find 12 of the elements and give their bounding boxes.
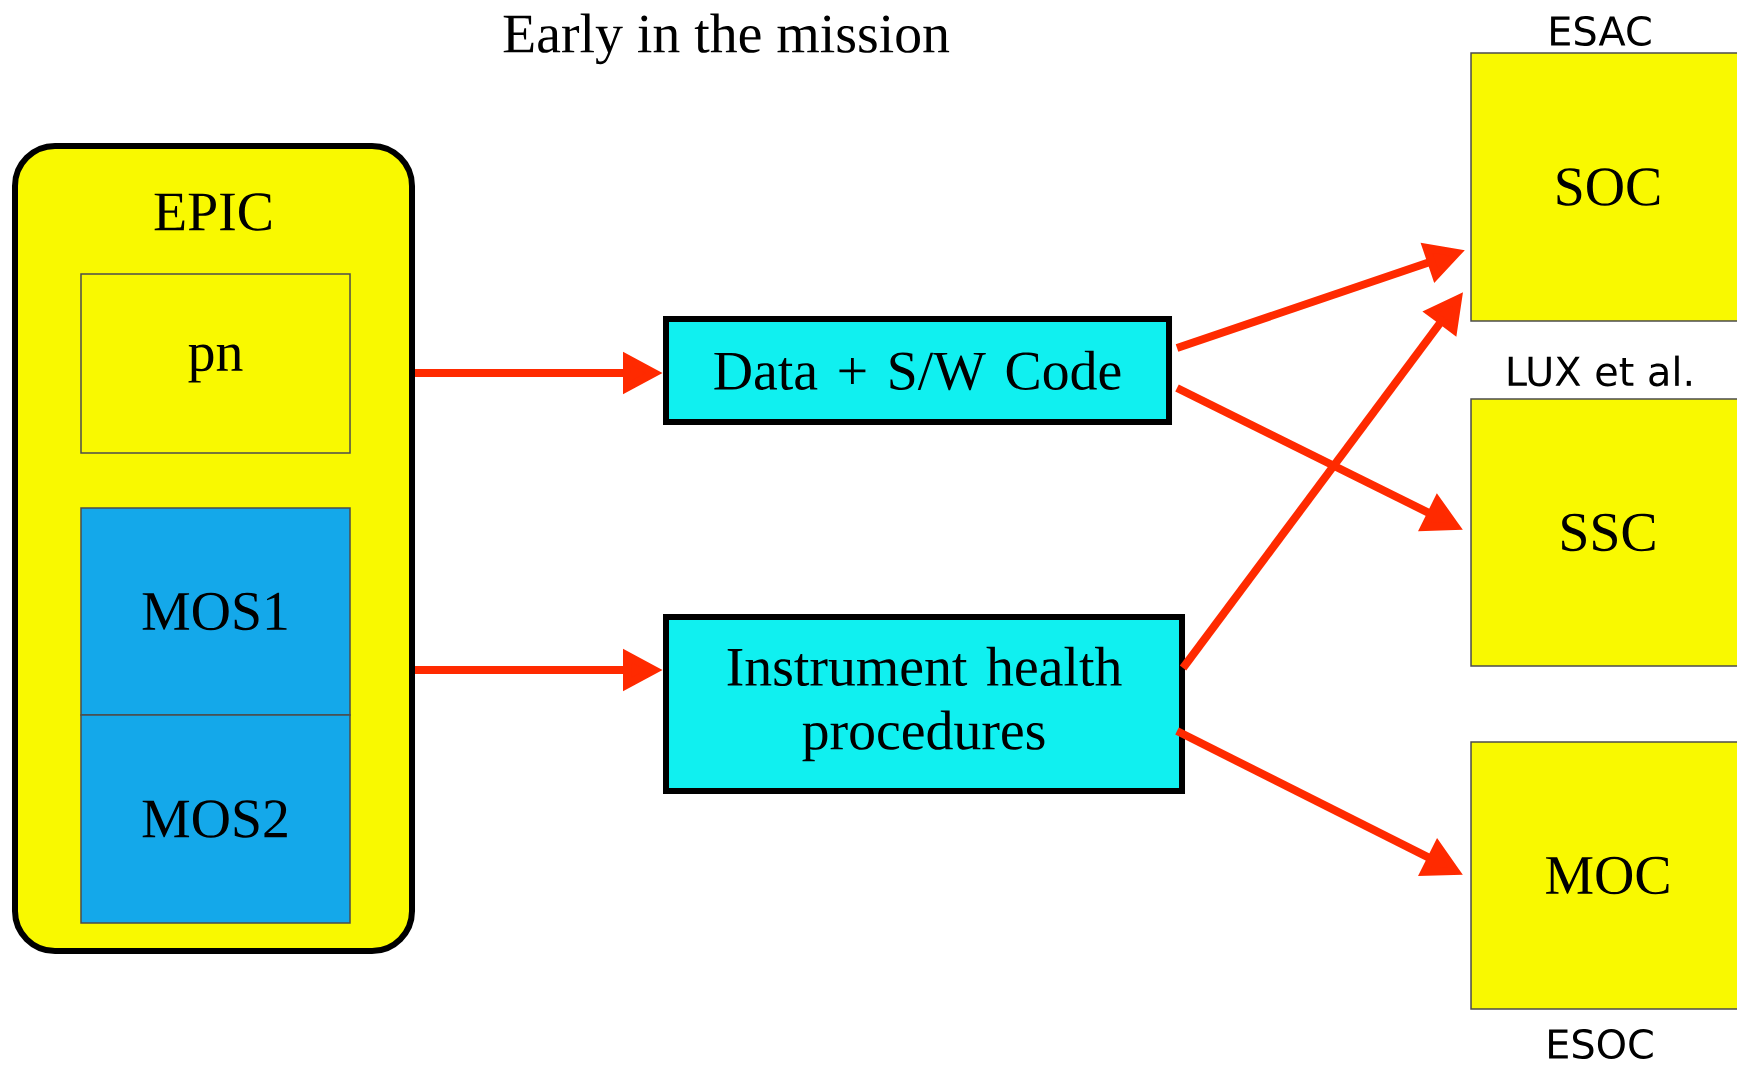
- detector-box: pn: [80, 273, 351, 454]
- site-label: ESAC: [1551, 15, 1651, 47]
- process-box: Instrument health procedures: [663, 614, 1185, 794]
- centre-box: MOC: [1470, 741, 1737, 1010]
- detector-box: MOS2: [80, 714, 351, 924]
- centre-box: SSC: [1470, 398, 1737, 667]
- site-label: ESOC: [1549, 1028, 1653, 1060]
- site-label: LUX et al.: [1508, 355, 1691, 387]
- centre-box: SOC: [1470, 52, 1737, 322]
- detector-box: MOS1: [80, 507, 351, 716]
- process-box: Data + S/W Code: [663, 316, 1172, 425]
- title: Early in the mission: [503, 13, 950, 65]
